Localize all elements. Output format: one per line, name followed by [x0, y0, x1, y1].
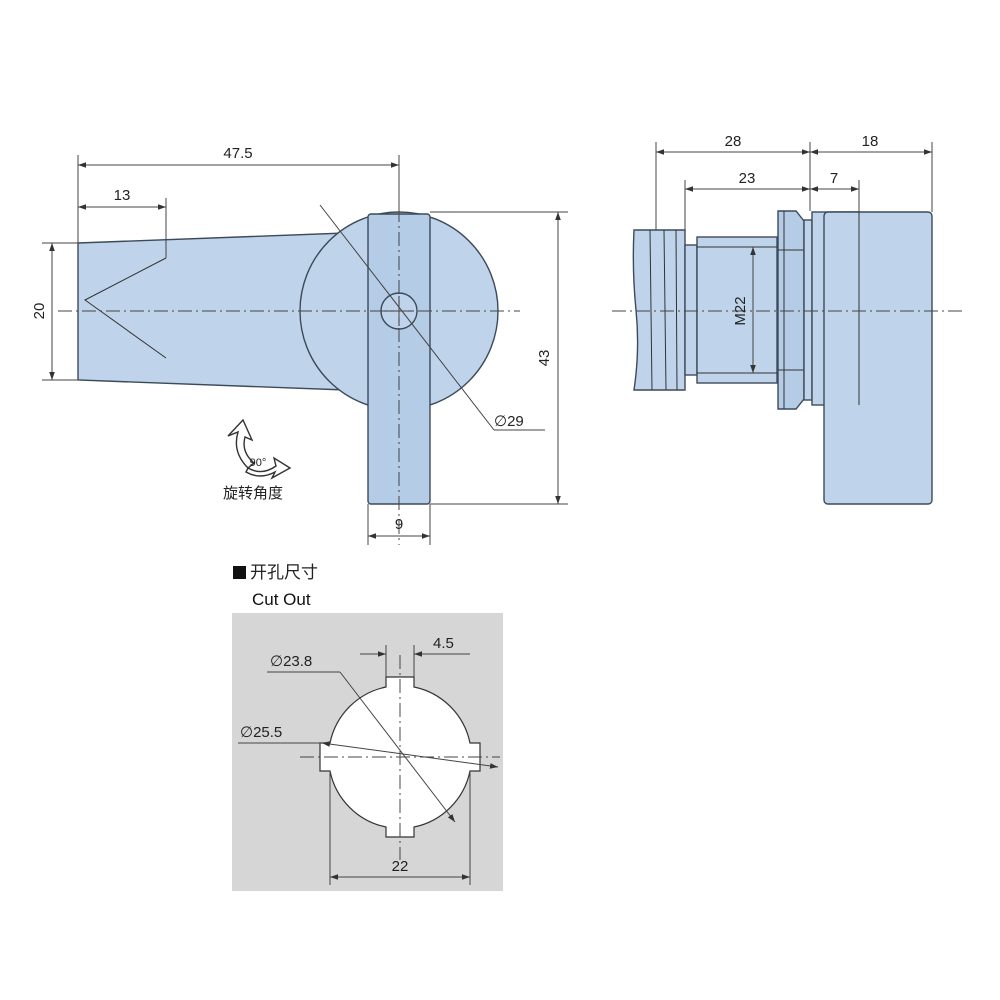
dim-43: 43 [536, 350, 553, 367]
title-square-icon [233, 566, 246, 579]
dim-m22: M22 [732, 296, 749, 325]
dim-28: 28 [725, 133, 742, 150]
cutout-section: 开孔尺寸 Cut Out ∅23.8 ∅25.5 4.5 22 [232, 563, 503, 891]
diameter-leader [319, 204, 495, 431]
side-view: 28 18 23 7 M22 [612, 133, 962, 505]
side-lever-section [632, 229, 686, 391]
rotation-label: 旋转角度 [223, 484, 283, 502]
lever-chevron [84, 257, 167, 359]
dim-22: 22 [392, 858, 409, 875]
dim-4-5: 4.5 [433, 635, 454, 652]
washer [803, 219, 813, 401]
dim-7: 7 [830, 170, 838, 187]
dim-23: 23 [739, 170, 756, 187]
front-view: 47.5 13 20 43 ∅29 9 90° 旋转角度 [31, 145, 568, 545]
dim-9: 9 [395, 516, 403, 533]
threaded-body [696, 236, 778, 384]
side-collar [684, 244, 698, 376]
dim-diameter-25-5: ∅25.5 [240, 724, 282, 741]
dim-20: 20 [31, 303, 48, 320]
dim-13: 13 [114, 187, 131, 204]
dim-47-5: 47.5 [223, 145, 252, 162]
rotation-arrow-icon [227, 418, 292, 480]
hex-nut [777, 210, 805, 410]
cutout-title-cn: 开孔尺寸 [250, 563, 318, 583]
rotation-angle: 90° [250, 457, 267, 469]
dim-diameter-23-8: ∅23.8 [270, 653, 312, 670]
cover-block [823, 211, 933, 505]
dim-diameter-29: ∅29 [494, 413, 524, 430]
dim-18: 18 [862, 133, 879, 150]
cutout-title-en: Cut Out [252, 590, 311, 609]
